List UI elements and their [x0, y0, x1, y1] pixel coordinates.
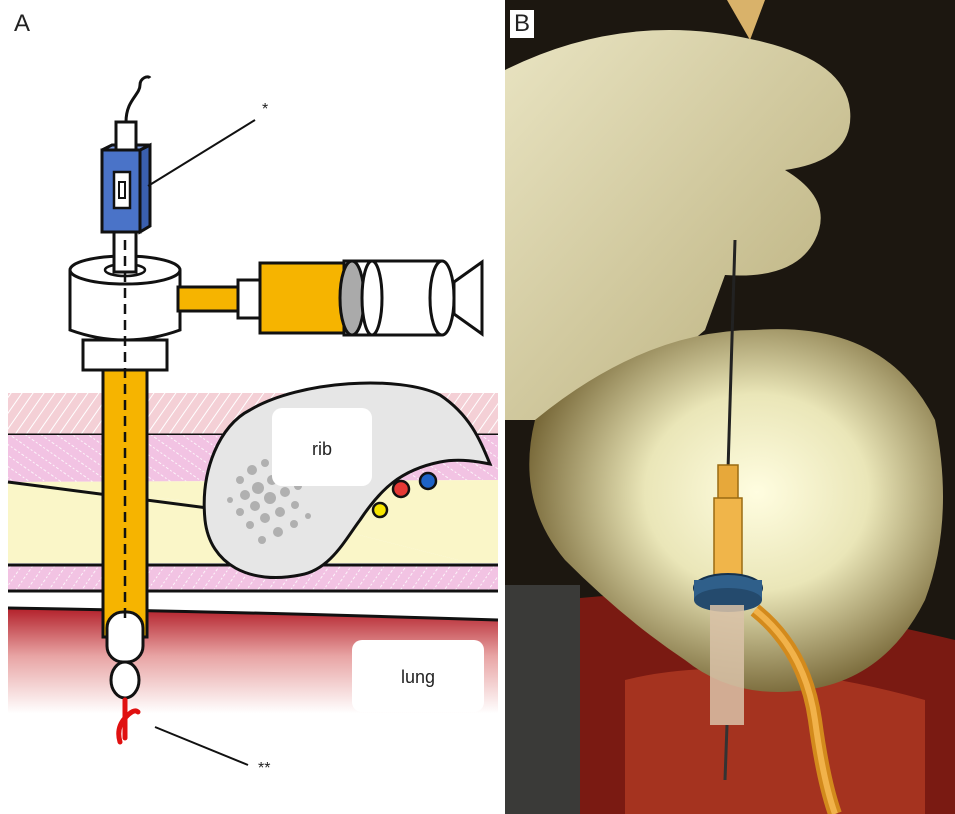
syringe-barrel — [260, 263, 352, 333]
pointer-line-top — [148, 120, 255, 186]
panel-label-a: A — [14, 10, 30, 38]
panel-b-photo — [505, 0, 955, 814]
side-port — [178, 287, 240, 311]
marker-double-asterisk: ** — [258, 760, 270, 777]
nerve — [373, 503, 387, 517]
vein — [420, 473, 436, 489]
clear-sheath — [710, 605, 744, 725]
needle-tip — [111, 662, 139, 698]
lung-label: lung — [401, 667, 435, 687]
retractor — [505, 585, 580, 814]
rib-label: rib — [312, 439, 332, 459]
marker-single-asterisk: * — [262, 101, 268, 118]
panel-a-diagram: rib lung * ** — [0, 0, 505, 814]
plunger-thumb — [454, 262, 482, 334]
artery — [393, 481, 409, 497]
transducer-cable — [126, 77, 150, 122]
catheter-tip — [107, 612, 143, 662]
panel-label-b: B — [510, 10, 534, 38]
